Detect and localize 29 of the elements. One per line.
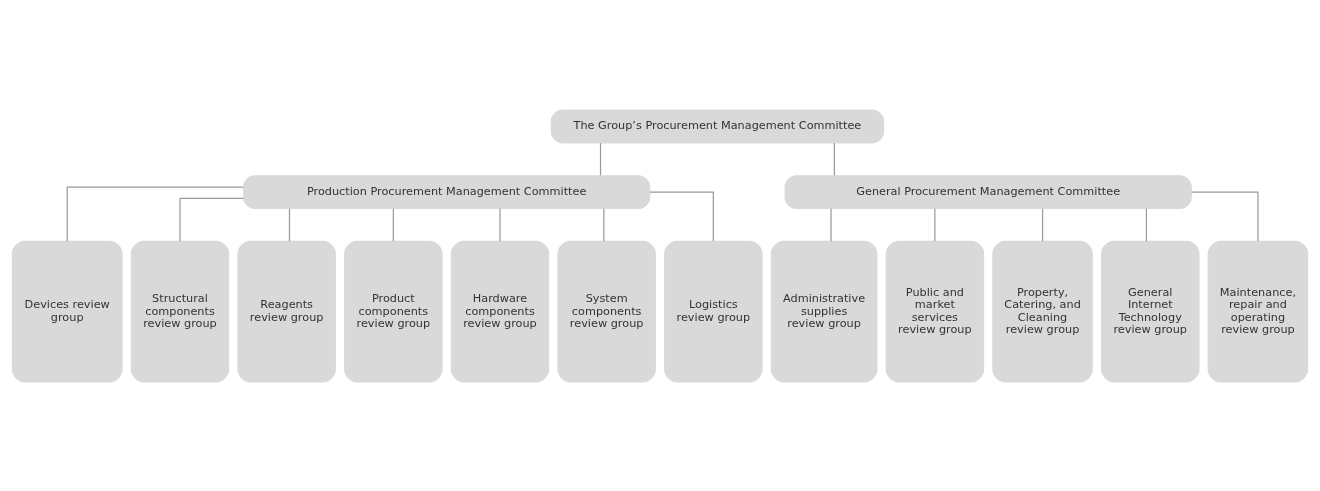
connector — [934, 207, 936, 242]
node-box: Product components review group — [344, 240, 443, 382]
node-box: Devices review group — [11, 240, 123, 382]
node-box: Reagents review group — [237, 240, 336, 382]
connector — [1145, 207, 1148, 242]
node-box: Logistics review group — [664, 240, 763, 382]
node-box: Public and market services review group — [885, 240, 985, 382]
connector — [830, 207, 832, 242]
connector — [649, 191, 714, 242]
connector — [1191, 191, 1259, 242]
connector — [179, 197, 245, 242]
node-box: General Internet Technology review group — [1101, 240, 1200, 382]
connector — [66, 185, 244, 242]
node-box: The Group’s Procurement Management Committee — [550, 109, 885, 143]
connector — [392, 207, 394, 242]
connector — [288, 207, 291, 242]
connector — [499, 207, 501, 242]
node-box: Hardware components review group — [450, 240, 550, 382]
connector — [599, 141, 602, 176]
node-box: System components review group — [557, 240, 656, 382]
node-box: Administrative supplies review group — [770, 240, 878, 382]
node-box: Production Procurement Management Committee — [243, 174, 651, 209]
connector — [603, 207, 605, 242]
node-box: Maintenance, repair and operating review group — [1207, 240, 1309, 382]
node-box: Structural components review group — [130, 240, 230, 382]
connector — [833, 141, 835, 176]
connector — [1041, 207, 1044, 242]
node-box: Property, Catering, and Cleaning review group — [992, 240, 1093, 382]
node-box: General Procurement Management Committee — [784, 174, 1192, 209]
